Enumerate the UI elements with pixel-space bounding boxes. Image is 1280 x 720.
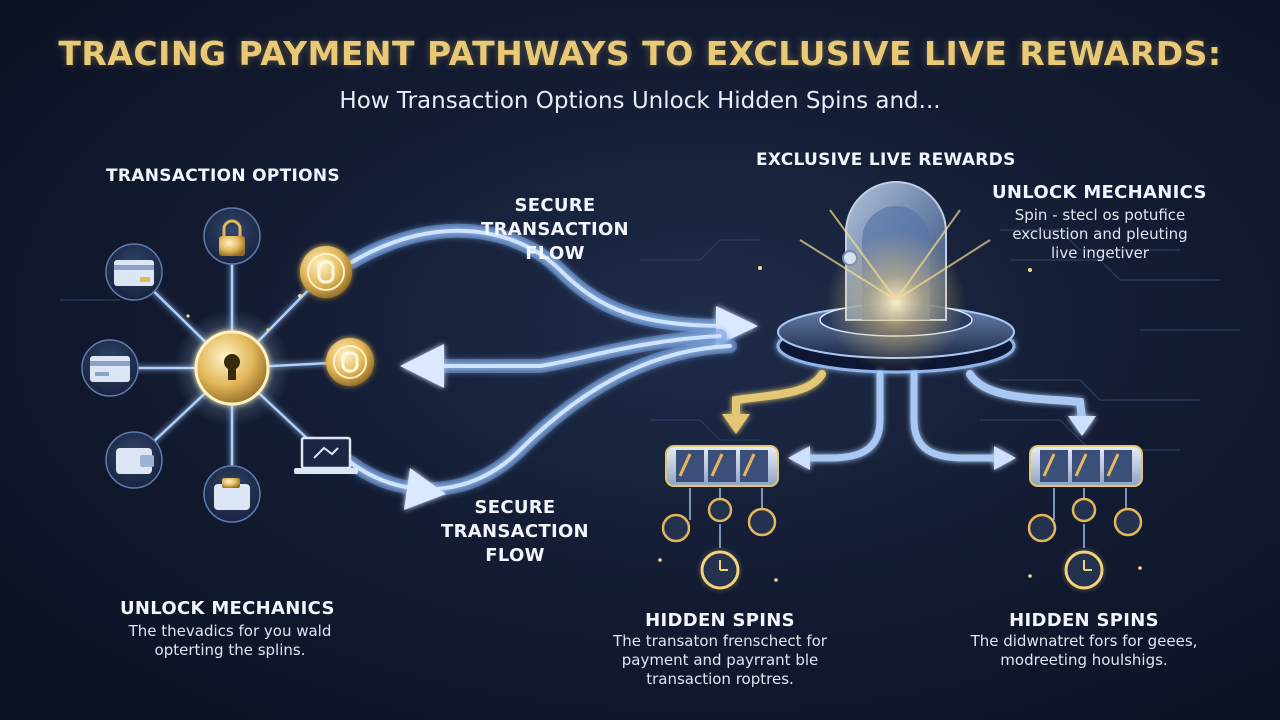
page-title: TRACING PAYMENT PATHWAYS TO EXCLUSIVE LI… — [58, 34, 1222, 73]
timer-icon — [661, 513, 691, 543]
node-wallet-bottom — [203, 465, 261, 523]
unlock-mechanics-left-title: UNLOCK MECHANICS — [120, 598, 335, 619]
unlock-mechanics-right-title: UNLOCK MECHANICS — [992, 182, 1207, 203]
circuit-lines — [60, 229, 1240, 451]
timer-icon — [1113, 507, 1143, 537]
exclusive-rewards-label: EXCLUSIVE LIVE REWARDS — [756, 150, 1016, 170]
node-card-top — [105, 243, 163, 301]
slot-reels-right — [1027, 445, 1143, 594]
hidden-spins-left-title: HIDDEN SPINS — [645, 610, 795, 631]
node-coin-mid — [326, 338, 374, 386]
hidden-spins-right-body: The didwnatret fors for geees, modreetin… — [970, 632, 1198, 669]
unlock-mechanics-right-body: Spin - stecl os potufice exclustion and … — [1012, 206, 1188, 262]
transaction-options-label: TRANSACTION OPTIONS — [106, 166, 340, 186]
hidden-spins-right-title: HIDDEN SPINS — [1009, 610, 1159, 631]
vault-door — [799, 181, 991, 372]
node-lock — [203, 207, 261, 265]
timer-icon — [1071, 497, 1097, 523]
unlock-mechanics-left-body: The thevadics for you wald opterting the… — [128, 622, 332, 659]
node-coin-top — [300, 246, 352, 298]
wallet-icon — [116, 448, 152, 474]
page-subtitle: How Transaction Options Unlock Hidden Sp… — [339, 88, 941, 114]
timer-icon — [1027, 513, 1057, 543]
credit-card-icon — [90, 356, 130, 382]
node-card-mid — [81, 339, 139, 397]
wallet-icon — [214, 484, 250, 510]
timer-icon — [707, 497, 733, 523]
laptop-icon — [300, 436, 352, 470]
credit-card-icon — [114, 260, 154, 286]
lock-icon — [219, 236, 245, 256]
slot-reels-left — [661, 445, 779, 594]
sparkles — [186, 266, 1142, 582]
timer-icon — [747, 507, 777, 537]
flow-arrow-bottom — [343, 339, 737, 510]
flow-label-bottom: SECURE TRANSACTION FLOW — [441, 497, 589, 566]
node-laptop — [294, 436, 358, 474]
hub-center — [174, 310, 290, 426]
hidden-spins-left-body: The transaton frenschect for payment and… — [613, 632, 827, 688]
node-wallet-left — [105, 431, 163, 489]
reward-arrows — [722, 370, 1096, 470]
flow-arrow-left — [400, 329, 727, 388]
flow-label-top: SECURE TRANSACTION FLOW — [481, 195, 629, 264]
